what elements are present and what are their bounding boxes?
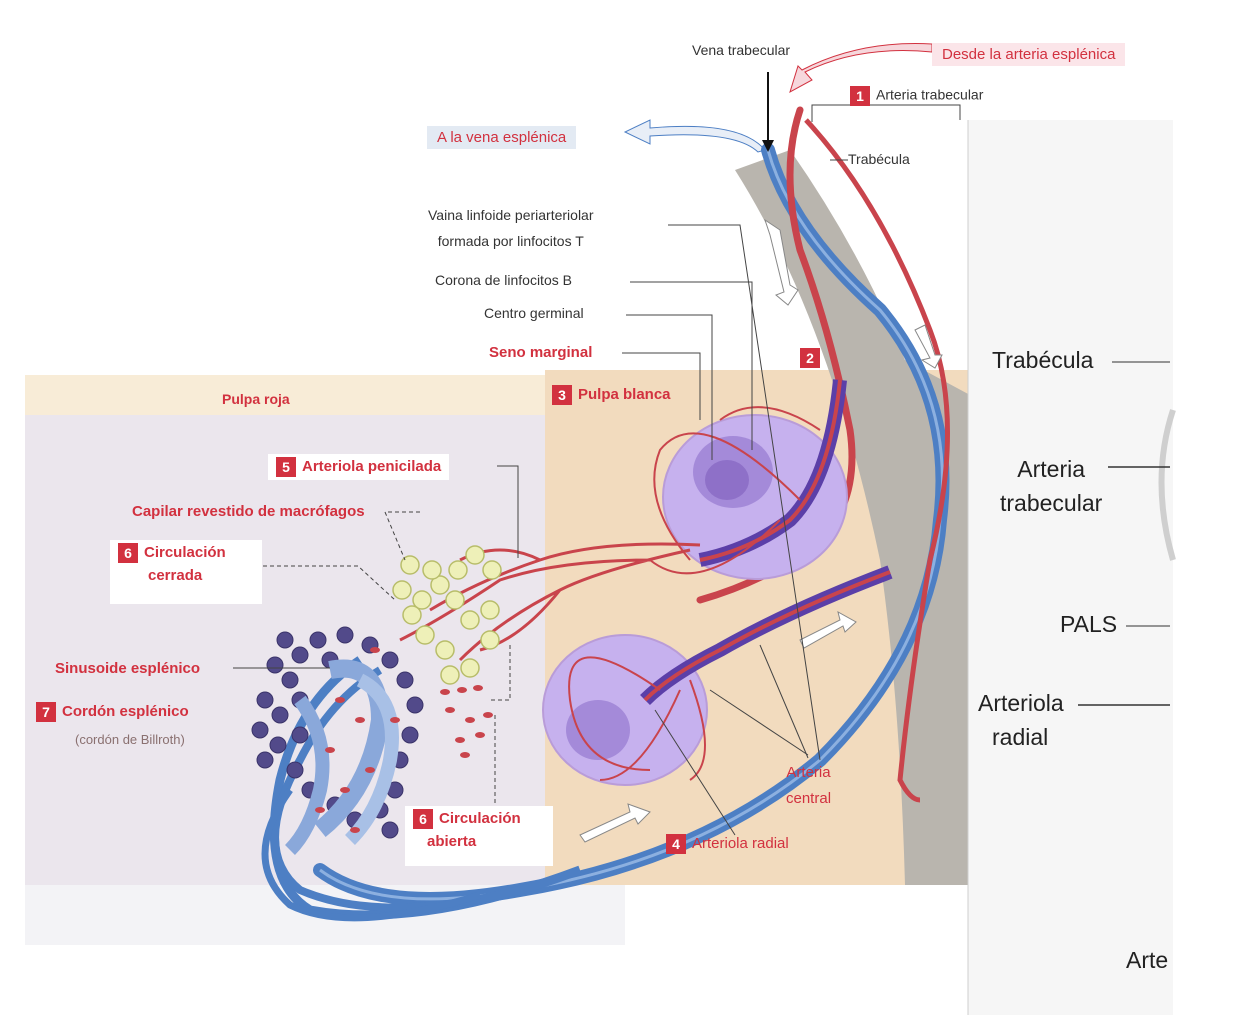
label-vaina-line1: Vaina linfoide periarteriolar <box>428 207 594 223</box>
label-seno-marginal: Seno marginal <box>489 344 593 361</box>
right-label-arteria-line2: trabecular <box>1000 490 1103 516</box>
label-cordon-esplenico: 7 Cordón esplénico <box>36 702 189 722</box>
germinal-center-upper-inner <box>705 460 749 500</box>
label-a-vena-esplenica: A la vena esplénica <box>427 126 577 149</box>
arrow-from-splenic-artery <box>789 43 933 94</box>
vein-branch-3 <box>261 787 482 922</box>
right-label-trabecula: Trabécula <box>992 347 1094 373</box>
flow-arrow-trabecula-up <box>914 324 943 369</box>
badge-2: 2 <box>800 348 820 368</box>
label-vena-trabecular: Vena trabecular <box>692 42 791 58</box>
badge-6-abierta: 6 <box>413 809 433 829</box>
splenic-sinusoid-3 <box>284 695 330 855</box>
radial-arterioles-upper <box>649 406 821 575</box>
label-capilar-macrofagos: Capilar revestido de macrófagos <box>132 503 365 520</box>
badge-4: 4 <box>666 834 686 854</box>
label-arteria-central-line1: Arteria <box>786 764 831 781</box>
label-cerrada-line1: Circulación <box>144 543 226 561</box>
trabecular-artery-2 <box>804 118 950 803</box>
red-blood-cells <box>315 647 493 833</box>
right-label-arteria-line1: Arteria <box>1017 456 1086 482</box>
white-pulp-follicle-lower <box>542 634 708 786</box>
right-panel-curve <box>1158 409 1176 561</box>
badge-7: 7 <box>36 702 56 722</box>
label-arteriola-radial: 4 Arteriola radial <box>666 834 789 854</box>
label-arteriola-radial-text: Arteriola radial <box>692 834 789 852</box>
right-label-arte: Arte <box>1126 947 1169 973</box>
label-circulacion-cerrada: 6 Circulación cerrada <box>110 540 262 604</box>
label-trabecula-small: Trabécula <box>848 151 910 167</box>
central-artery-upper <box>699 379 842 562</box>
label-vaina-linfoide: Vaina linfoide periarteriolar formada po… <box>428 202 594 254</box>
label-cerrada-line2: cerrada <box>148 567 203 584</box>
label-arteriola-penicilada-text: Arteriola penicilada <box>302 457 442 475</box>
label-arteria-central: Arteria central <box>786 760 831 812</box>
flow-arrow-pals <box>799 611 857 649</box>
label-arteriola-penicilada: 5 Arteriola penicilada <box>268 454 450 480</box>
germinal-center-lower <box>566 700 630 760</box>
right-label-pals: PALS <box>1060 611 1118 637</box>
penicillar-arterioles <box>399 542 701 662</box>
right-panel <box>968 120 1173 1015</box>
label-pulpa-blanca: 3 Pulpa blanca <box>552 385 671 405</box>
flow-arrow-vein <box>579 803 651 843</box>
badge-6-cerrada: 6 <box>118 543 138 563</box>
central-artery-lower <box>643 570 891 702</box>
label-pulpa-blanca-text: Pulpa blanca <box>578 385 671 403</box>
right-label-arteria-trabecular: Arteria trabecular <box>1000 452 1102 520</box>
badge-5: 5 <box>276 457 296 477</box>
radial-arterioles-lower <box>568 656 706 781</box>
label-cordon-esplenico-text: Cordón esplénico <box>62 702 189 720</box>
right-label-arteriola-line2: radial <box>992 724 1049 750</box>
label-circulacion-abierta: 6 Circulación abierta <box>405 806 553 866</box>
splenic-sinusoid-2 <box>344 673 399 845</box>
label-sinusoide-esplenico: Sinusoide esplénico <box>55 660 201 677</box>
splenic-sinusoid-1 <box>314 659 390 838</box>
right-label-arteriola-line1: Arteriola <box>978 690 1064 716</box>
flow-arrow-trabecula-down <box>764 218 799 306</box>
badge-1: 1 <box>850 86 870 106</box>
label-centro-germinal: Centro germinal <box>484 305 584 321</box>
label-corona-linfocitos: Corona de linfocitos B <box>435 272 572 288</box>
label-abierta-line2: abierta <box>427 833 477 850</box>
label-abierta-line1: Circulación <box>439 809 521 827</box>
label-arteria-trabecular-text: Arteria trabecular <box>876 86 984 103</box>
label-pulpa-roja: Pulpa roja <box>222 391 290 407</box>
macrophage-cluster <box>392 545 502 685</box>
label-cordon-billroth: (cordón de Billroth) <box>75 732 185 747</box>
pulpa-roja-header-region <box>25 375 545 415</box>
vein-branch-2 <box>271 666 521 912</box>
right-label-arteriola-radial: Arteriola radial <box>978 686 1064 754</box>
vena-pointer-head <box>762 140 774 152</box>
label-arteria-central-line2: central <box>786 790 832 807</box>
label-desde-arteria-esplenica: Desde la arteria esplénica <box>932 43 1126 66</box>
arrow-to-splenic-vein <box>623 119 766 153</box>
label-vaina-line2: formada por linfocitos T <box>437 233 584 249</box>
badge-2-container: 2 <box>800 348 826 368</box>
badge-3: 3 <box>552 385 572 405</box>
label-arteria-trabecular: 1 Arteria trabecular <box>850 86 983 106</box>
leader-lines <box>233 104 961 836</box>
